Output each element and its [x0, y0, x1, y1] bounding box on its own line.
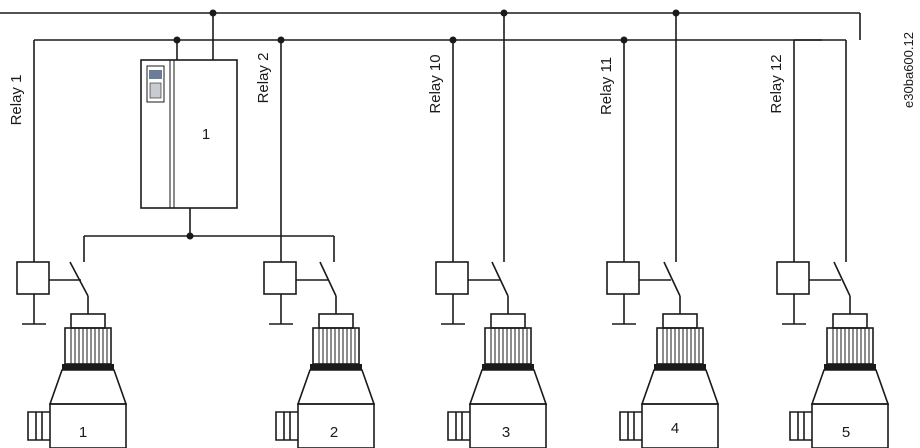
relay-label: Relay 11: [598, 57, 615, 115]
branch-4: 4 Relay 11: [598, 13, 720, 448]
motor-label: 5: [842, 424, 850, 441]
relay-label: Relay 10: [427, 54, 444, 113]
contactor-switch: [319, 261, 337, 297]
contactor-switch: [491, 261, 509, 297]
contactor-switch: [833, 261, 851, 297]
branch-1: 1 Relay 1: [8, 40, 128, 448]
contactor-switch: [69, 261, 89, 297]
relay-label: Relay 2: [255, 53, 272, 104]
contactor-switch: [663, 261, 681, 297]
relay-coil: [435, 261, 469, 295]
motor-3: [447, 313, 548, 448]
frequency-converter: 1: [140, 13, 238, 240]
motor-5: [789, 313, 890, 448]
motor-4: [619, 313, 720, 448]
drive-label: 1: [202, 126, 210, 143]
branch-5: 5 Relay 12: [768, 39, 890, 448]
motor-label: 1: [79, 424, 87, 441]
figure-code: e30ba600.12: [901, 32, 916, 108]
motor-label: 3: [502, 424, 510, 441]
relay-coil: [776, 261, 810, 295]
motor-label: 2: [330, 424, 338, 441]
relay-coil: [263, 261, 297, 295]
relay-label: Relay 12: [768, 54, 785, 113]
relay-coil: [606, 261, 640, 295]
relay-coil: [16, 261, 50, 295]
motor-2: [275, 313, 376, 448]
motor-1: [27, 313, 128, 448]
branch-2: 2 Relay 2: [255, 40, 376, 448]
relay-label: Relay 1: [8, 75, 25, 126]
motor-label: 4: [671, 420, 679, 437]
branch-3: 3 Relay 10: [427, 13, 548, 448]
